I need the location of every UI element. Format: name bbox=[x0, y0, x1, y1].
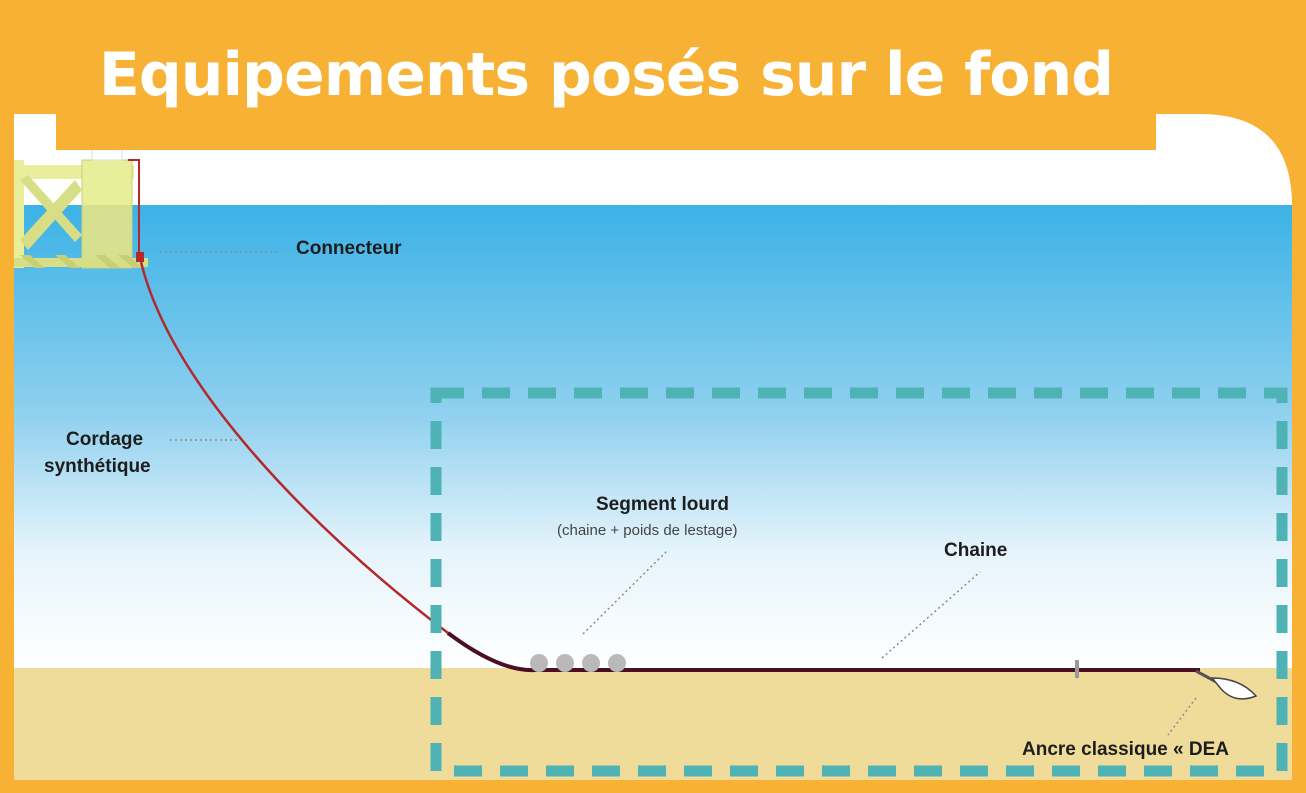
seabed bbox=[14, 668, 1292, 780]
label-segment-lourd: Segment lourd bbox=[596, 494, 730, 515]
weight bbox=[608, 654, 626, 672]
page-title: Equipements posés sur le fond bbox=[56, 0, 1156, 150]
label-synthetique: synthétique bbox=[44, 456, 151, 477]
label-cordage: Cordage bbox=[66, 429, 144, 450]
red-line-top bbox=[128, 159, 140, 256]
weight bbox=[556, 654, 574, 672]
weight bbox=[530, 654, 548, 672]
highlight-box bbox=[430, 387, 1288, 777]
chain-curve bbox=[446, 631, 536, 673]
anchor-icon bbox=[1195, 669, 1258, 700]
label-chaine: Chaine bbox=[944, 540, 1008, 561]
weight bbox=[582, 654, 600, 672]
sea bbox=[14, 205, 1292, 668]
connector bbox=[136, 252, 144, 262]
label-connecteur: Connecteur bbox=[296, 238, 402, 259]
label-ancre: Ancre classique « DEA bbox=[1022, 739, 1229, 760]
label-segment-lourd-sub: (chaine + poids de lestage) bbox=[557, 522, 738, 539]
synthetic-rope bbox=[139, 261, 449, 634]
floating-platform bbox=[14, 147, 148, 269]
leader-chaine bbox=[881, 571, 981, 659]
